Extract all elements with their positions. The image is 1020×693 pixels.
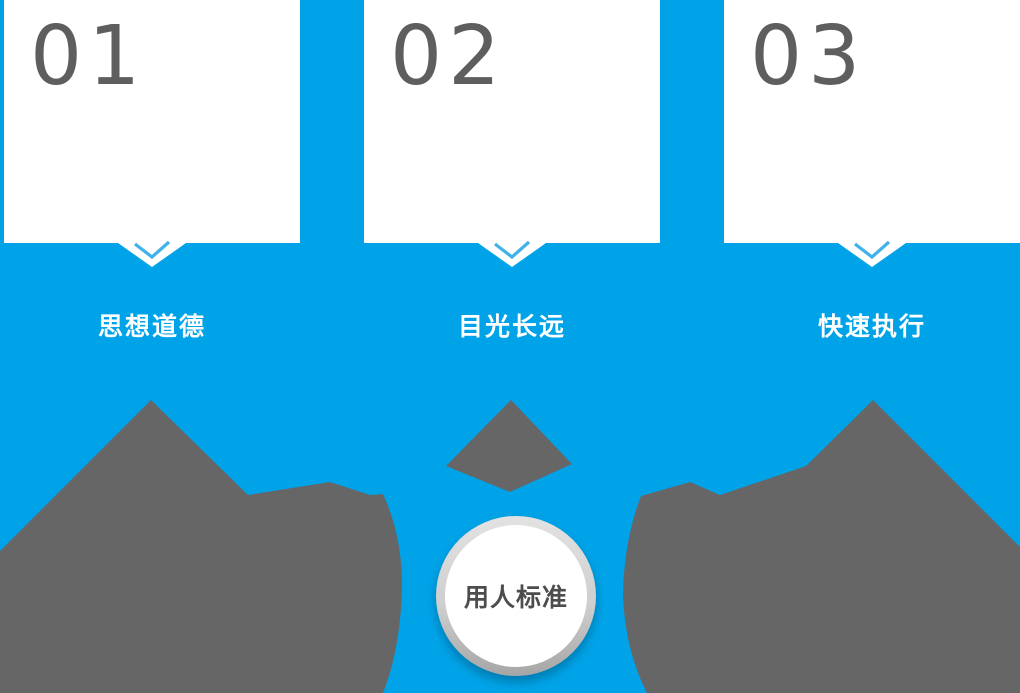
arrow-diamond-shape xyxy=(446,400,572,492)
chevron-down-icon xyxy=(494,240,531,260)
step-label: 快速执行 xyxy=(817,312,926,341)
step-number: 01 xyxy=(30,9,147,104)
step-label: 目光长远 xyxy=(457,312,566,341)
center-circle: 用人标准 xyxy=(436,516,596,676)
step-card-1: 01 xyxy=(4,0,300,243)
step-label: 思想道德 xyxy=(97,312,206,341)
step-card-3: 03 xyxy=(724,0,1020,243)
step-number: 03 xyxy=(750,9,867,104)
step-card-2: 02 xyxy=(364,0,660,243)
step-number: 02 xyxy=(390,9,507,104)
chevron-down-icon xyxy=(854,240,891,260)
chevron-down-icon xyxy=(134,240,171,260)
mountain-left-shape xyxy=(0,400,403,693)
mountain-right-shape xyxy=(623,400,1020,693)
center-circle-label: 用人标准 xyxy=(445,525,587,667)
